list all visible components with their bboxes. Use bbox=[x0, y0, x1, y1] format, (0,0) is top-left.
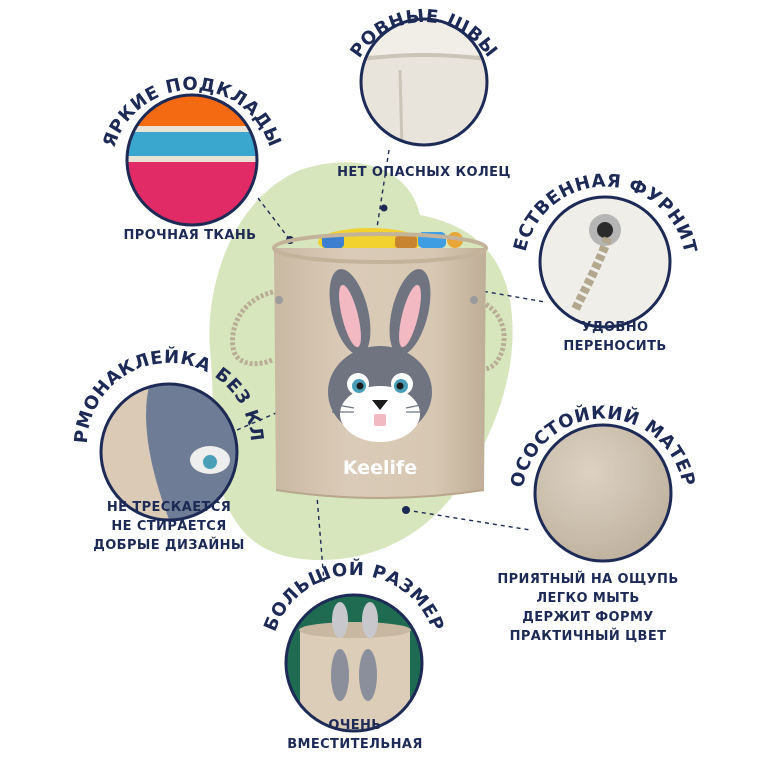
feature-large-size: БОЛЬШОЙ РАЗМЕР bbox=[260, 558, 447, 733]
caption-line: ПРОЧНАЯ ТКАНЬ bbox=[123, 228, 257, 243]
connector-lines bbox=[236, 149, 546, 583]
brand-logo: Keelife bbox=[343, 457, 417, 479]
caption-line: ДЕРЖИТ ФОРМУ bbox=[522, 610, 654, 625]
caption-line: ДОБРЫЕ ДИЗАЙНЫ bbox=[93, 538, 245, 553]
lining-photo bbox=[127, 95, 257, 225]
caption-line: НЕ ТРЕСКАЕТСЯ bbox=[106, 500, 232, 515]
caption-large-size: ОЧЕНЬ ВМЕСТИТЕЛЬНАЯ bbox=[280, 716, 430, 754]
storage-basket: Keelife bbox=[230, 228, 507, 499]
feature-thermo-sticker-title: ТЕРМОНАКЛЕЙКА БЕЗ КЛЕЯ bbox=[0, 0, 267, 444]
sticker-photo bbox=[101, 384, 237, 520]
caption-line: ПРАКТИЧНЫЙ ЦВЕТ bbox=[509, 629, 667, 644]
bunny-decal bbox=[328, 269, 432, 442]
caption-thermo-sticker: НЕ ТРЕСКАЕТСЯ НЕ СТИРАЕТСЯ ДОБРЫЕ ДИЗАЙН… bbox=[80, 498, 258, 555]
caption-line: ВМЕСТИТЕЛЬНАЯ bbox=[287, 737, 423, 752]
caption-line: НЕТ ОПАСНЫХ КОЛЕЦ bbox=[337, 165, 511, 180]
size-photo bbox=[286, 595, 422, 731]
material-photo bbox=[535, 425, 671, 561]
caption-line: ОЧЕНЬ bbox=[328, 718, 382, 733]
caption-line: ПРИЯТНЫЙ НА ОЩУПЬ bbox=[497, 572, 679, 587]
feature-even-seams: РОВНЫЕ ШВЫ bbox=[346, 6, 501, 147]
caption-durable-material: ПРИЯТНЫЙ НА ОЩУПЬ ЛЕГКО МЫТЬ ДЕРЖИТ ФОРМ… bbox=[488, 570, 688, 646]
caption-even-seams: НЕТ ОПАСНЫХ КОЛЕЦ bbox=[324, 163, 524, 182]
caption-line: ЛЕГКО МЫТЬ bbox=[536, 591, 640, 606]
caption-line: ПЕРЕНОСИТЬ bbox=[563, 339, 667, 354]
caption-quality-fittings: УДОБНО ПЕРЕНОСИТЬ bbox=[560, 318, 670, 356]
left-rope-handle bbox=[230, 289, 274, 367]
caption-line: УДОБНО bbox=[581, 320, 649, 335]
fittings-photo bbox=[540, 197, 670, 327]
caption-line: НЕ СТИРАЕТСЯ bbox=[111, 519, 227, 534]
caption-bright-lining: ПРОЧНАЯ ТКАНЬ bbox=[110, 226, 270, 245]
right-rope-handle bbox=[470, 297, 507, 372]
